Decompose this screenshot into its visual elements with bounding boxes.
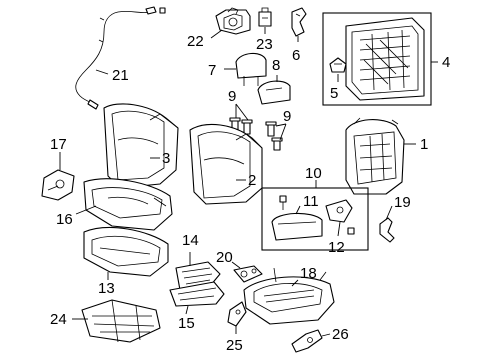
hook-bracket (291, 329, 323, 353)
release-cable (75, 6, 166, 110)
anchor-bracket (227, 301, 247, 327)
callout-6: 6 (292, 47, 300, 64)
callout-19: 19 (394, 194, 411, 211)
leader-19 (385, 205, 393, 221)
callout-12: 12 (328, 239, 345, 256)
callout-15: 15 (178, 315, 195, 332)
callout-18: 18 (300, 265, 317, 282)
callout-21: 21 (112, 67, 129, 84)
seat-cushion-cover (83, 178, 173, 231)
headrest (235, 52, 267, 86)
seat-pad (169, 281, 225, 307)
seat-track (81, 299, 161, 343)
callout-9-left: 9 (228, 88, 236, 105)
armrest-bracket (325, 199, 355, 235)
latch (233, 265, 263, 283)
leader-11 (295, 205, 301, 215)
callout-10: 10 (305, 165, 322, 182)
armrest (271, 212, 323, 241)
callout-13: 13 (98, 280, 115, 297)
headrest-guide (229, 117, 283, 151)
callout-22: 22 (187, 33, 204, 50)
seat-frame (243, 267, 335, 325)
seatback-frame (345, 117, 405, 195)
leader-20 (231, 261, 241, 269)
seatback-cover-left (103, 103, 179, 189)
callout-5: 5 (330, 85, 338, 102)
hinge-cover (215, 7, 251, 35)
inset-box-4 (322, 12, 432, 106)
leader-15 (185, 305, 189, 315)
headrest-pad (257, 80, 291, 105)
leader-9a (235, 103, 249, 121)
hinge-bracket (41, 169, 75, 201)
callout-16: 16 (56, 211, 73, 228)
leader-26 (321, 333, 331, 337)
seatback-panel (345, 17, 425, 101)
seatback-cover-center (189, 123, 263, 205)
cap (258, 7, 272, 27)
callout-26: 26 (332, 326, 349, 343)
callout-4: 4 (442, 54, 450, 71)
leader-16 (75, 205, 97, 215)
armrest-screw (279, 195, 287, 210)
callout-23: 23 (256, 36, 273, 53)
callout-11: 11 (303, 193, 319, 210)
clip (329, 57, 347, 73)
callout-8: 8 (272, 57, 280, 74)
callout-20: 20 (216, 249, 233, 266)
callout-9-right: 9 (283, 108, 291, 125)
callout-3: 3 (162, 150, 170, 167)
callout-25: 25 (226, 337, 243, 354)
callout-1: 1 (420, 136, 428, 153)
side-bracket (291, 7, 307, 37)
leader-18 (291, 279, 299, 287)
callout-2: 2 (248, 172, 256, 189)
leader-12 (337, 221, 341, 237)
callout-7: 7 (208, 62, 216, 79)
wire-clip (379, 217, 395, 243)
callout-17: 17 (50, 136, 67, 153)
leader-9b (275, 123, 287, 141)
inset-box-10 (261, 187, 369, 251)
leader-22 (210, 29, 223, 39)
callout-14: 14 (182, 232, 199, 249)
seat-cushion-pad (83, 226, 169, 277)
leader-21 (95, 69, 109, 75)
callout-24: 24 (50, 311, 67, 328)
